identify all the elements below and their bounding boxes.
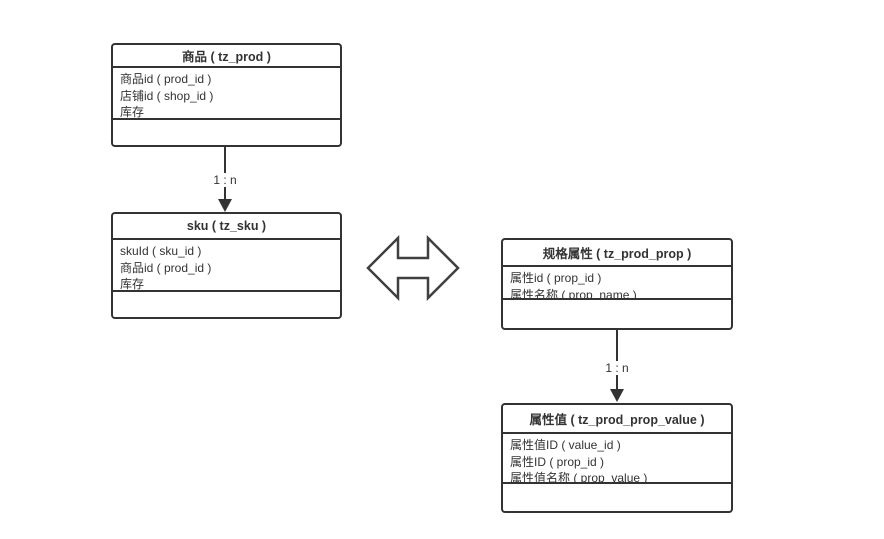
entity-field: 属性ID ( prop_id ) [510,454,605,469]
entity-field: 商品id ( prod_id ) [120,72,212,86]
entity-field: 库存 [120,105,145,119]
entity-sku-title: sku ( tz_sku ) [113,214,340,240]
entity-field: 属性名称 ( prop_name ) [510,287,637,300]
relation-line-prop-propvalue [616,330,618,390]
entity-prod-prop-title: 规格属性 ( tz_prod_prop ) [503,240,731,267]
entity-prod-prop-fields: 属性id ( prop_id ) 属性名称 ( prop_name ) [503,267,731,300]
entity-prod-title: 商品 ( tz_prod ) [113,45,340,68]
entity-field: 属性值ID ( value_id ) [510,438,621,452]
entity-prod-prop-value: 属性值 ( tz_prod_prop_value ) 属性值ID ( value… [501,403,733,513]
entity-prod: 商品 ( tz_prod ) 商品id ( prod_id ) 店铺id ( s… [111,43,342,147]
entity-prod-fields: 商品id ( prod_id ) 店铺id ( shop_id ) 库存 [113,68,340,120]
entity-field: skuId ( sku_id ) [120,244,202,258]
relation-label-prod-sku: 1 : n [210,173,240,187]
arrowhead-down-icon [610,389,624,402]
entity-field: 库存 [120,277,145,291]
entity-sku: sku ( tz_sku ) skuId ( sku_id ) 商品id ( p… [111,212,342,319]
entity-field: 属性值名称 ( prop_value ) [510,471,648,484]
entity-prod-prop-value-title: 属性值 ( tz_prod_prop_value ) [503,405,731,434]
arrowhead-down-icon [218,199,232,212]
entity-field: 商品id ( prod_id ) [120,260,212,275]
entity-prod-prop-value-footer [503,484,731,511]
entity-sku-fields: skuId ( sku_id ) 商品id ( prod_id ) 库存 [113,240,340,292]
left-right-double-arrow-icon [366,235,460,301]
entity-field: 店铺id ( shop_id ) [120,88,214,103]
entity-field: 属性id ( prop_id ) [510,271,602,285]
entity-prod-prop-value-fields: 属性值ID ( value_id ) 属性ID ( prop_id ) 属性值名… [503,434,731,484]
entity-prod-footer [113,120,340,145]
entity-prod-prop: 规格属性 ( tz_prod_prop ) 属性id ( prop_id ) 属… [501,238,733,330]
entity-prod-prop-footer [503,300,731,328]
entity-sku-footer [113,292,340,317]
relation-label-prop-propvalue: 1 : n [602,361,632,375]
